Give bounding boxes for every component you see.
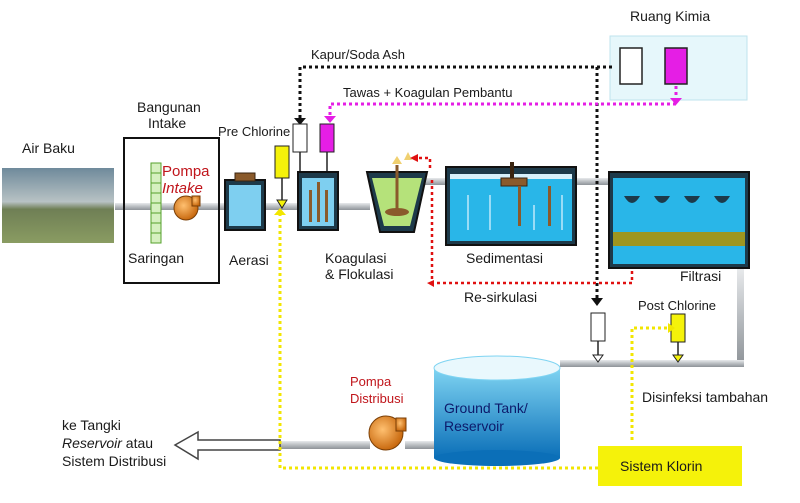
distribusi-arrow [173,430,281,461]
koagulasi-label-1: Koagulasi [325,250,387,266]
re-sirkulasi-label: Re-sirkulasi [464,289,537,305]
air-baku-image [2,168,114,243]
intake-building-label: Intake [148,115,186,131]
flokulasi-cone [365,165,429,233]
tawas-flow-line [328,86,678,118]
filtrasi-label: Filtrasi [680,268,721,284]
klorin-flow-line [278,215,670,470]
sistem-klorin-box [598,446,742,486]
distribution-pump [368,415,407,451]
post-chlorine-dosers [590,312,686,363]
ruang-kimia-room [609,35,748,101]
ke-tangki-atau: atau [122,435,153,451]
aerasi-tank [224,172,266,231]
sedimentasi-label: Sedimentasi [466,250,543,266]
koagulasi-label-2: & Flokulasi [325,266,393,282]
pompa-distribusi-label-2: Distribusi [350,391,404,406]
air-baku-label: Air Baku [22,140,75,156]
pompa-intake-label-2: Intake [162,180,203,197]
aerasi-label: Aerasi [229,252,269,268]
intake-building [123,137,220,284]
saringan-label: Saringan [128,250,184,266]
pompa-distribusi-label-1: Pompa [350,374,392,389]
intake-pump [173,195,201,221]
ke-tangki-label-2: Reservoir atau [62,435,153,451]
kapur-soda-ash-label: Kapur/Soda Ash [311,47,405,62]
re-sirkulasi-line [415,156,634,285]
bangunan-label: Bangunan [137,99,201,115]
ke-tangki-label-1: ke Tangki [62,417,121,433]
ruang-kimia-label: Ruang Kimia [630,8,710,24]
sistem-klorin-label: Sistem Klorin [620,458,702,474]
disinfeksi-label: Disinfeksi tambahan [642,389,768,405]
ground-tank-label-2: Reservoir [444,418,504,434]
ke-tangki-reservoir: Reservoir [62,435,123,451]
ground-tank [433,355,561,466]
tawas-koagulan-label: Tawas + Koagulan Pembantu [343,85,512,100]
ke-tangki-label-3: Sistem Distribusi [62,453,166,469]
pompa-intake-label-1: Pompa [162,163,210,180]
pre-chlorine-label: Pre Chlorine [218,124,290,139]
koagulasi-tank [297,171,339,231]
filtrasi-tank [608,171,750,269]
pre-chlorine-dosers [274,123,335,209]
ground-tank-label-1: Ground Tank/ [444,400,528,416]
kapur-flow-line [298,65,612,300]
post-chlorine-label: Post Chlorine [638,298,716,313]
saringan-screen [150,162,162,244]
kapur-tank [619,47,643,85]
sedimentasi-tank [445,162,577,246]
tawas-tank [664,47,688,85]
